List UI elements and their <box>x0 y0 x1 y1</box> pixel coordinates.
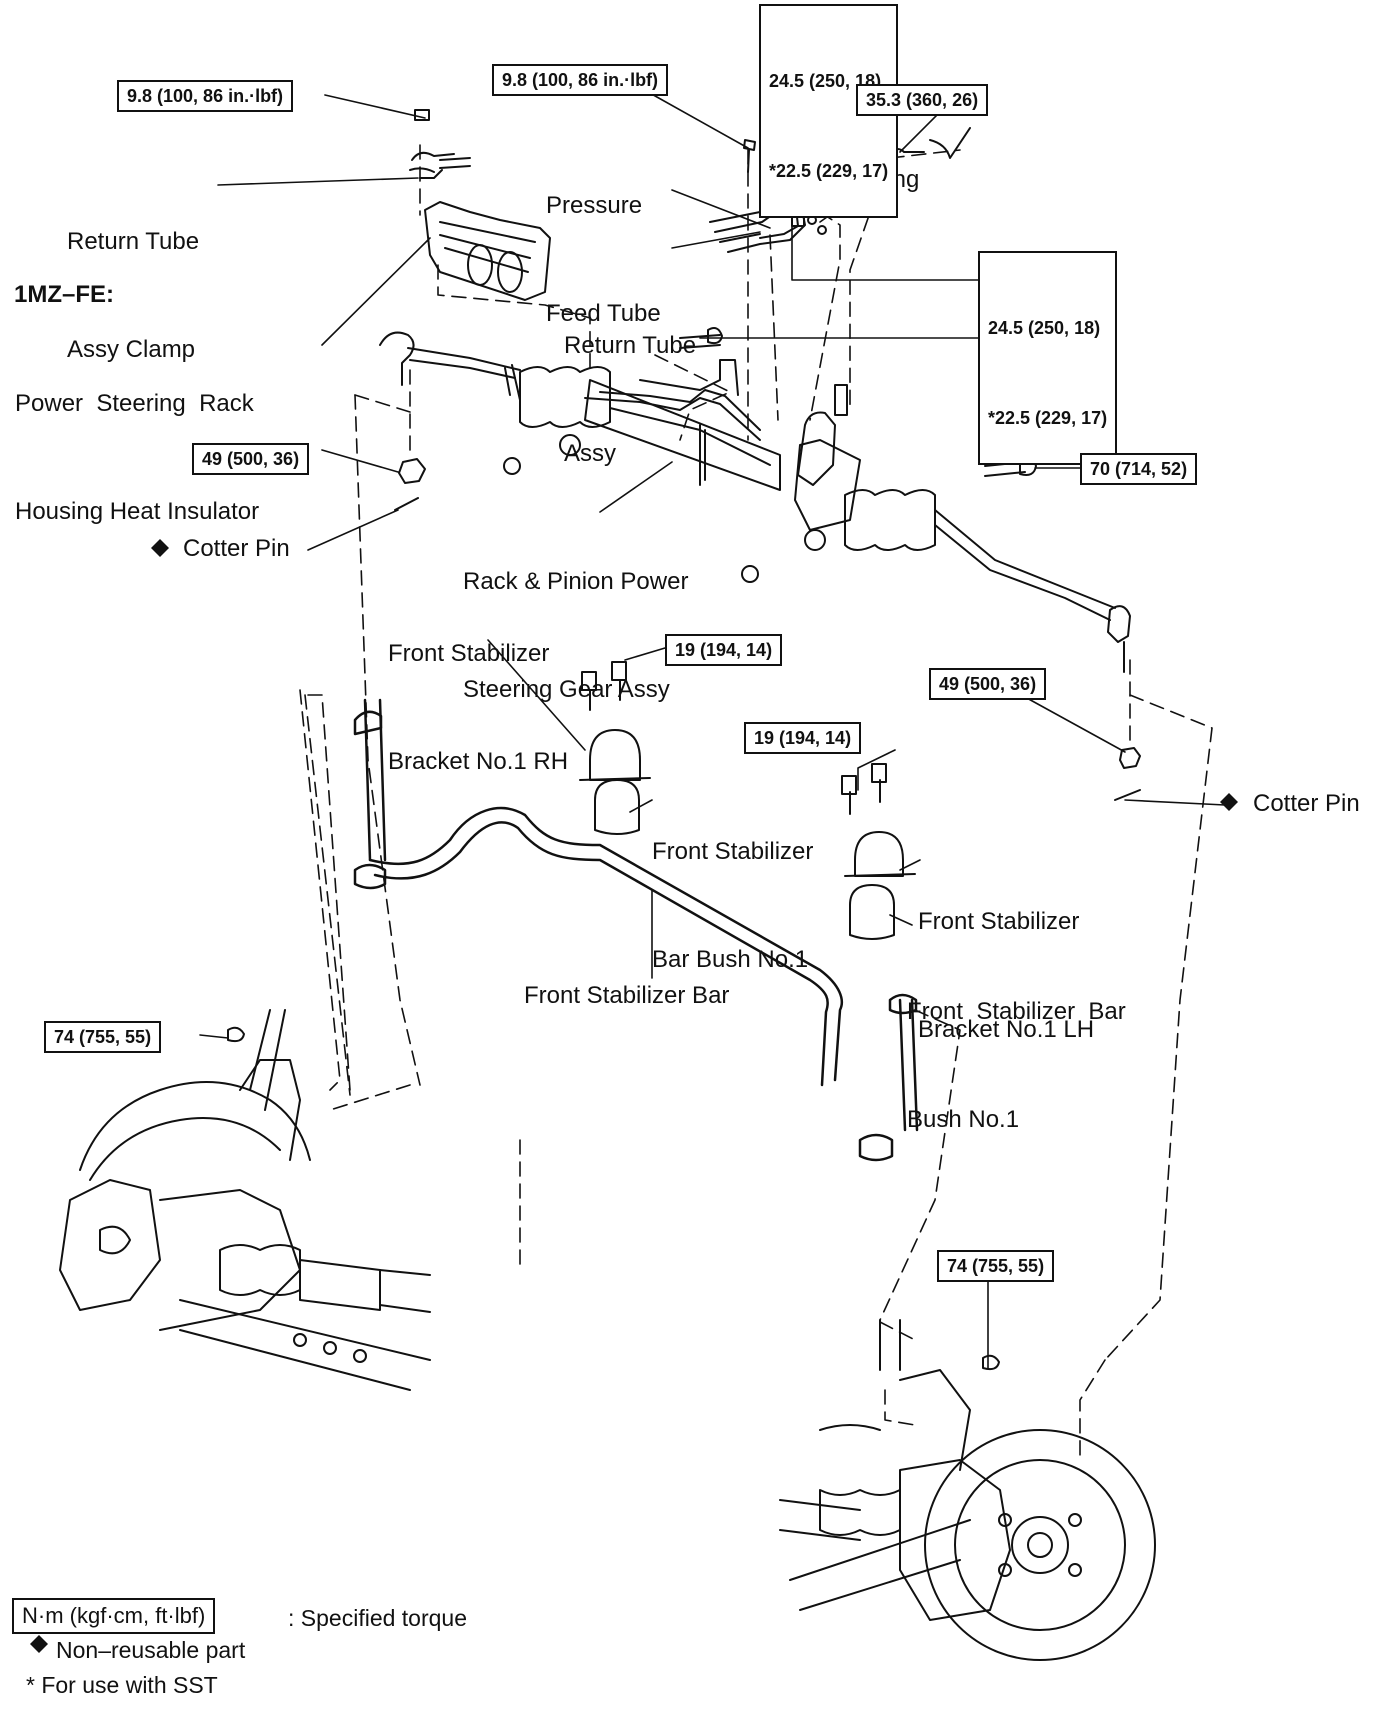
rack-and-pinion-assembly <box>379 327 1131 673</box>
torque-box-bracket-lh: 19 (194, 14) <box>744 722 862 754</box>
legend-torque-unit: N·m (kgf·cm, ft·lbf) <box>12 1598 216 1634</box>
heat-insulator <box>424 201 551 301</box>
legend-sst: * For use with SST <box>26 1672 218 1698</box>
legend-non-reusable: Non–reusable part <box>56 1637 246 1663</box>
label-bush-lh: Front Stabilizer Bar Bush No.1 <box>907 998 1126 1133</box>
stabilizer-brackets <box>579 661 916 940</box>
torque-box-link-left: 74 (755, 55) <box>44 1021 162 1053</box>
torque-box-mid-union: 24.5 (250, 18) *22.5 (229, 17) <box>978 251 1118 465</box>
label-heat-insulator: Power Steering Rack Housing Heat Insulat… <box>15 390 260 525</box>
label-bracket-rh: Front Stabilizer Bracket No.1 RH <box>388 640 569 775</box>
label-return-tube-clamp: Return Tube Assy Clamp <box>67 228 200 363</box>
label-rack-pinion: Rack & Pinion Power Steering Gear Assy <box>463 568 689 703</box>
label-pressure-feed-tube: Pressure Feed Tube <box>546 192 661 327</box>
cotter-pins <box>394 497 1141 801</box>
label-engine-1mz: 1MZ–FE: <box>14 281 115 308</box>
label-bracket-lh: Front Stabilizer Bracket No.1 LH <box>918 908 1095 1043</box>
torque-box-tierod-right: 49 (500, 36) <box>929 668 1047 700</box>
label-cotter-pin-left: Cotter Pin <box>183 535 290 562</box>
legend-torque-desc: : Specified torque <box>288 1605 468 1631</box>
torque-box-tierod-left: 49 (500, 36) <box>192 443 310 475</box>
torque-box-bracket-rh: 19 (194, 14) <box>665 634 783 666</box>
label-return-tube-assy: Return Tube Assy <box>564 332 697 467</box>
nuts <box>227 457 1141 1371</box>
torque-box-mount-bolt: 70 (714, 52) <box>1080 453 1198 485</box>
label-bush-rh: Front Stabilizer Bar Bush No.1 <box>652 838 814 973</box>
torque-box-feed-bolt: 9.8 (100, 86 in.·lbf) <box>492 64 669 96</box>
alignment-dashes <box>299 144 1213 1461</box>
label-stabilizer-bar: Front Stabilizer Bar <box>524 982 730 1009</box>
torque-box-union-bolt: 35.3 (360, 26) <box>856 84 989 116</box>
label-cotter-pin-right: Cotter Pin <box>1253 790 1360 817</box>
torque-box-link-right: 74 (755, 55) <box>937 1250 1055 1282</box>
stabilizer-bar <box>353 698 919 1162</box>
left-knuckle <box>59 1009 431 1391</box>
torque-box-clamp-nut: 9.8 (100, 86 in.·lbf) <box>117 80 294 112</box>
right-knuckle <box>779 1319 1156 1661</box>
